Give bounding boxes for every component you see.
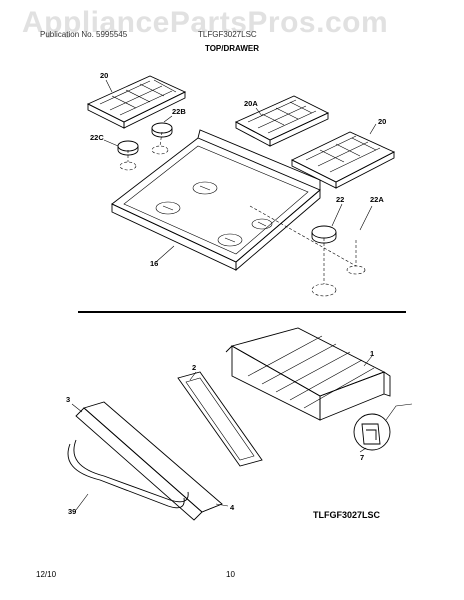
grate-middle[interactable] <box>234 95 330 147</box>
section-divider <box>78 311 406 313</box>
label-22b: 22B <box>172 107 186 116</box>
bracket-7[interactable] <box>353 403 413 451</box>
section-title: TOP/DRAWER <box>204 44 260 53</box>
drawer-panel-2[interactable] <box>177 371 263 467</box>
label-22a: 22A <box>370 195 384 204</box>
footer-date: 12/10 <box>36 570 57 579</box>
label-20-right: 20 <box>378 117 386 126</box>
label-39: 39 <box>68 507 76 516</box>
label-1: 1 <box>370 349 374 358</box>
burner-cap-22c[interactable] <box>117 140 139 156</box>
label-4: 4 <box>230 503 235 512</box>
publication-number: Publication No. 5995545 <box>40 30 128 39</box>
label-2: 2 <box>192 363 196 372</box>
grate-right[interactable] <box>290 131 396 189</box>
label-3: 3 <box>66 395 70 404</box>
model-code: TLFGF3027LSC <box>313 510 381 520</box>
cooktop-16[interactable] <box>111 129 321 271</box>
header-model: TLFGF3027LSC <box>198 30 257 39</box>
drawer-front-4[interactable] <box>75 401 223 521</box>
page-number: 10 <box>226 570 235 579</box>
label-22c: 22C <box>90 133 104 142</box>
grate-left[interactable] <box>86 75 187 129</box>
label-20: 20 <box>100 71 108 80</box>
label-22: 22 <box>336 195 344 204</box>
label-16: 16 <box>150 259 158 268</box>
watermark: AppliancePartsPros.com <box>22 6 389 39</box>
drawer-1[interactable] <box>225 327 391 421</box>
burner-cap-22b[interactable] <box>151 122 173 138</box>
drawer-handle-39[interactable] <box>67 439 189 509</box>
label-20a: 20A <box>244 99 258 108</box>
label-7: 7 <box>360 453 364 462</box>
